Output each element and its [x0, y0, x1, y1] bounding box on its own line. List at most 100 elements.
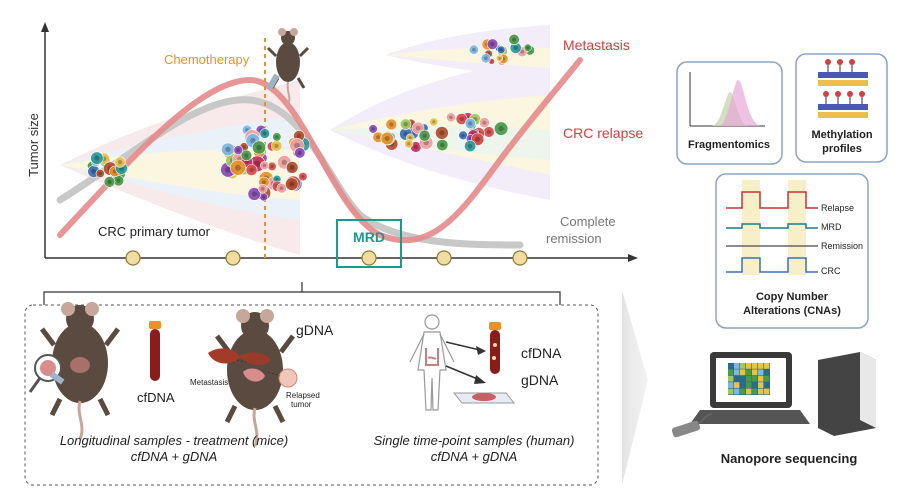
tumor-cell-nucleus — [461, 133, 465, 138]
tumor-cell-nucleus — [116, 178, 121, 183]
tumor-cell — [399, 118, 412, 130]
tumor-cell — [257, 183, 268, 194]
tumor-cell — [229, 159, 246, 176]
relapsed-tumor-icon — [278, 368, 298, 388]
tumor-cell — [445, 112, 456, 123]
tumor-cell-nucleus — [275, 177, 279, 181]
sequencing-pixel — [734, 388, 740, 395]
methylation-label-line2: profiles — [822, 143, 862, 155]
fragment-size-plot-icon — [689, 72, 765, 127]
dissected-mouse-icon — [215, 309, 295, 447]
tumor-cell — [294, 147, 306, 159]
human-caption-line1: Single time-point samples (human) — [374, 433, 575, 448]
cna-track-relapse — [726, 191, 818, 209]
cna-track-labels: Relapse MRD Remission CRC — [821, 203, 863, 276]
relapse-tumor-cluster — [368, 112, 509, 153]
cna-label-mrd: MRD — [821, 222, 842, 232]
tumor-cell-nucleus — [449, 115, 453, 120]
human-caption-line2: cfDNA + gDNA — [431, 449, 518, 464]
sequencing-pixel — [740, 363, 746, 369]
mice-caption-line1: Longitudinal samples - treatment (mice) — [60, 433, 288, 448]
mouse-sample-icon — [40, 302, 120, 440]
mrd-label: MRD — [353, 229, 385, 245]
nanopore-sequencing-label: Nanopore sequencing — [721, 451, 858, 466]
tumor-cell-nucleus — [407, 142, 411, 146]
colon-icon — [425, 348, 439, 366]
tumor-cell-nucleus — [225, 166, 232, 173]
sequencing-pixel — [728, 388, 734, 395]
sequencing-pixel — [728, 363, 734, 369]
tumor-cell-nucleus — [472, 47, 476, 52]
relapsed-tumor-label-line1: Relapsed — [286, 391, 320, 400]
sequencing-pixel — [764, 382, 770, 388]
tumor-cell-nucleus — [250, 137, 256, 144]
tumor-cell — [435, 126, 449, 140]
tumor-cell — [286, 161, 299, 174]
y-axis-arrow-icon — [41, 22, 49, 32]
cna-track-crc — [726, 257, 818, 273]
tumor-cell-nucleus — [498, 57, 501, 60]
samples-box — [24, 304, 599, 486]
tumor-cell-nucleus — [107, 179, 112, 185]
blood-tube-icon — [149, 321, 161, 381]
tumor-cell — [272, 132, 282, 142]
cna-label-crc: CRC — [821, 266, 841, 276]
tumor-cell — [404, 139, 414, 149]
tumor-cell — [480, 53, 491, 64]
tumor-cell — [385, 118, 398, 131]
sequencing-pixel — [758, 369, 764, 376]
x-axis-arrow-icon — [628, 254, 638, 262]
relapse-curve — [57, 57, 583, 244]
sequencing-pixel — [764, 375, 770, 382]
human-blood-tube-icon — [489, 322, 501, 374]
sequencing-pixel — [752, 363, 758, 369]
chemotherapy-label: Chemotherapy — [164, 52, 250, 67]
tumor-cell-nucleus — [262, 163, 267, 168]
tumor-cell-nucleus — [249, 167, 254, 173]
primary-tumor-cluster-large — [220, 124, 311, 202]
tumor-cell-nucleus — [279, 186, 284, 191]
sequencing-pixel — [752, 382, 758, 388]
tumor-cell — [464, 140, 477, 153]
tumor-cell-nucleus — [274, 143, 279, 149]
tumor-cell — [486, 38, 499, 50]
timepoint-marker — [125, 250, 141, 266]
biopsy-magnifier-icon — [28, 354, 65, 393]
tumor-cell — [260, 161, 270, 171]
sequencing-pixel — [758, 375, 764, 382]
y-axis-label: Tumor size — [26, 113, 41, 177]
tumor-cell-nucleus — [281, 159, 287, 165]
tumor-cell — [90, 151, 104, 165]
primary-tumor-cluster-small — [86, 151, 128, 188]
sequencing-pixel — [764, 388, 770, 395]
tumor-cell-nucleus — [511, 37, 517, 42]
tumor-cell-nucleus — [384, 136, 390, 141]
tumor-cell-nucleus — [294, 142, 300, 149]
sequencing-pixel — [746, 375, 752, 382]
tumor-cell — [285, 177, 299, 191]
sequencing-pixel — [734, 369, 740, 376]
sequencing-pixel — [746, 382, 752, 388]
tumor-cell-nucleus — [422, 133, 427, 138]
tumor-cell-nucleus — [301, 174, 305, 179]
methylation-dna-icon — [818, 59, 868, 118]
tumor-cell-nucleus — [297, 150, 302, 155]
tumor-cell-nucleus — [289, 165, 295, 170]
tumor-cell-nucleus — [408, 136, 412, 140]
tumor-cell — [298, 172, 308, 182]
sequencing-pixel — [758, 363, 764, 369]
tumor-cell-nucleus — [98, 171, 102, 176]
tumor-cell-nucleus — [261, 180, 266, 185]
tumor-cell — [478, 117, 490, 128]
cna-title-line2: Alterations (CNAs) — [743, 305, 841, 317]
timepoint-marker — [436, 250, 452, 266]
gdna-human-label: gDNA — [521, 372, 559, 388]
crc-primary-tumor-label: CRC primary tumor — [98, 224, 211, 239]
cna-label-relapse: Relapse — [821, 203, 854, 213]
sequencing-pixel — [764, 369, 770, 376]
tumor-cell-nucleus — [262, 195, 266, 199]
tumor-cell-nucleus — [490, 60, 493, 63]
minion-device-icon — [671, 413, 713, 438]
tumor-cell-nucleus — [244, 153, 249, 158]
